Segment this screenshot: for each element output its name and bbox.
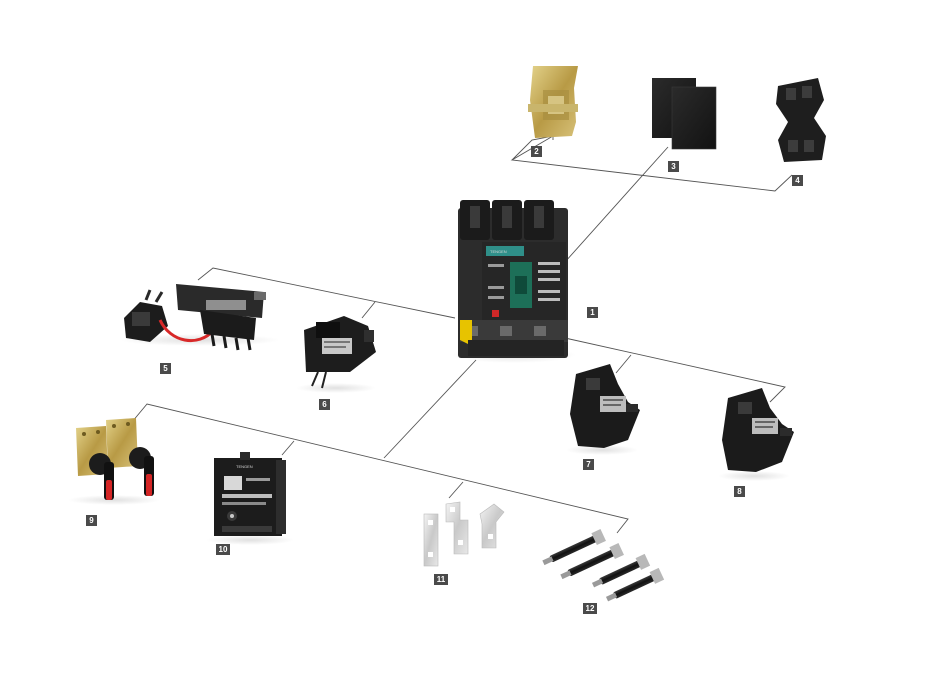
shunt-release-image <box>120 284 280 351</box>
connector-lines <box>131 135 793 534</box>
badge-4: 4 <box>792 175 803 186</box>
connector-right-contact-group <box>564 337 786 403</box>
connector-breaker-to-bottom-group <box>383 359 477 459</box>
badge-8: 8 <box>734 486 745 497</box>
phase-barrier-image <box>652 78 717 150</box>
badge-12: 12 <box>583 603 597 614</box>
badge-7-label: 7 <box>586 460 591 469</box>
badge-1: 1 <box>587 307 598 318</box>
connector-undervoltage <box>361 301 376 319</box>
connector-bottom-group <box>131 403 629 534</box>
badge-6: 6 <box>319 399 330 410</box>
badge-10-label: 10 <box>219 545 228 554</box>
badge-3-label: 3 <box>671 162 676 171</box>
badge-5-label: 5 <box>163 364 168 373</box>
badge-9: 9 <box>86 515 97 526</box>
din-rail-clip-image <box>528 66 578 138</box>
badge-11-label: 11 <box>437 575 446 584</box>
motor-operator-brand-label: TENGEN <box>236 464 253 469</box>
connector-top-group <box>510 135 793 192</box>
motor-operator-image: TENGEN <box>206 452 294 545</box>
badge-8-label: 8 <box>737 487 742 496</box>
alarm-contact-image <box>718 388 794 481</box>
terminal-studs-image <box>542 529 665 602</box>
undervoltage-release-image <box>296 316 376 393</box>
rotary-handle-image <box>68 418 160 505</box>
badge-6-label: 6 <box>322 400 327 409</box>
badge-5: 5 <box>160 363 171 374</box>
badge-3: 3 <box>668 161 679 172</box>
badge-7: 7 <box>583 459 594 470</box>
badge-10: 10 <box>216 544 230 555</box>
badge-1-label: 1 <box>590 308 595 317</box>
connector-breaker-to-top-group <box>564 146 669 263</box>
breaker-brand-label: TENGEN <box>490 249 507 254</box>
badge-2-label: 2 <box>534 147 539 156</box>
badge-11: 11 <box>434 574 448 585</box>
badge-4-label: 4 <box>795 176 800 185</box>
connector-left-release-group <box>197 267 456 319</box>
connector-auxiliary-contact <box>615 354 632 374</box>
terminal-cover-image <box>776 78 826 162</box>
badge-12-label: 12 <box>586 604 595 613</box>
badge-9-label: 9 <box>89 516 94 525</box>
badge-2: 2 <box>531 146 542 157</box>
breaker-image: TENGEN <box>452 200 576 363</box>
connector-connection-plates <box>448 481 464 499</box>
connector-motor-operator <box>281 440 295 456</box>
connection-plates-image <box>423 501 505 567</box>
auxiliary-contact-image <box>566 364 640 455</box>
